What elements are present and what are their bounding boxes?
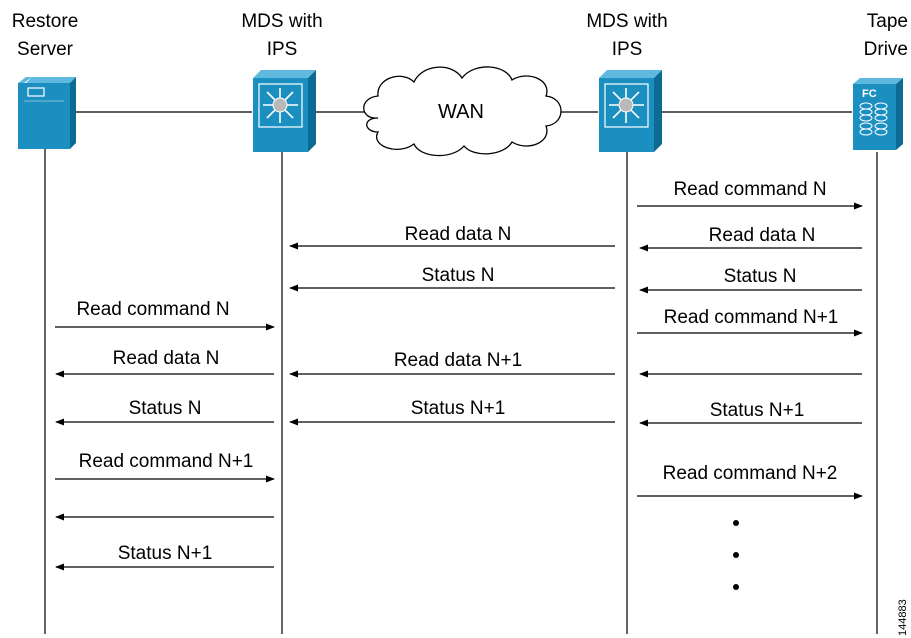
msg-read-command-n2-right: Read command N+2: [663, 463, 838, 484]
tape-drive-label-2: Drive: [864, 39, 908, 60]
tape-drive-label-1: Tape: [867, 11, 908, 32]
msg-read-command-n1-right: Read command N+1: [664, 307, 839, 328]
restore-server-label-2: Server: [17, 39, 74, 60]
mds-switch-icon: [253, 70, 316, 152]
mds-right-label-1: MDS with: [586, 11, 667, 32]
wan-cloud-icon: WAN: [363, 66, 562, 157]
msg-read-data-n-left: Read data N: [113, 348, 220, 369]
restore-server-label-1: Restore: [12, 11, 79, 32]
msg-read-command-n1-left: Read command N+1: [79, 451, 254, 472]
mds-right-label-2: IPS: [612, 39, 643, 60]
msg-read-command-n-right: Read command N: [673, 179, 826, 200]
msg-read-data-n-wan: Read data N: [405, 224, 512, 245]
continuation-dots: [733, 520, 739, 590]
mds-left-label-1: MDS with: [241, 11, 322, 32]
msg-status-n1-wan: Status N+1: [411, 398, 506, 419]
msg-status-n-wan: Status N: [422, 265, 495, 286]
fc-badge: FC: [862, 88, 877, 100]
msg-status-n1-left: Status N+1: [118, 543, 213, 564]
mds-left-label-2: IPS: [267, 39, 298, 60]
mds-switch-icon: [599, 70, 662, 152]
fc-tape-drive-icon: FC: [853, 78, 903, 150]
server-icon: [18, 77, 76, 149]
msg-read-data-n1-wan: Read data N+1: [394, 350, 522, 371]
wan-label: WAN: [438, 101, 484, 123]
msg-status-n-left: Status N: [129, 398, 202, 419]
msg-read-command-n-left: Read command N: [76, 299, 229, 320]
msg-read-data-n-tape: Read data N: [709, 225, 816, 246]
figure-id: 144883: [897, 599, 909, 636]
msg-status-n1-tape: Status N+1: [710, 400, 805, 421]
msg-status-n-tape: Status N: [724, 266, 797, 287]
